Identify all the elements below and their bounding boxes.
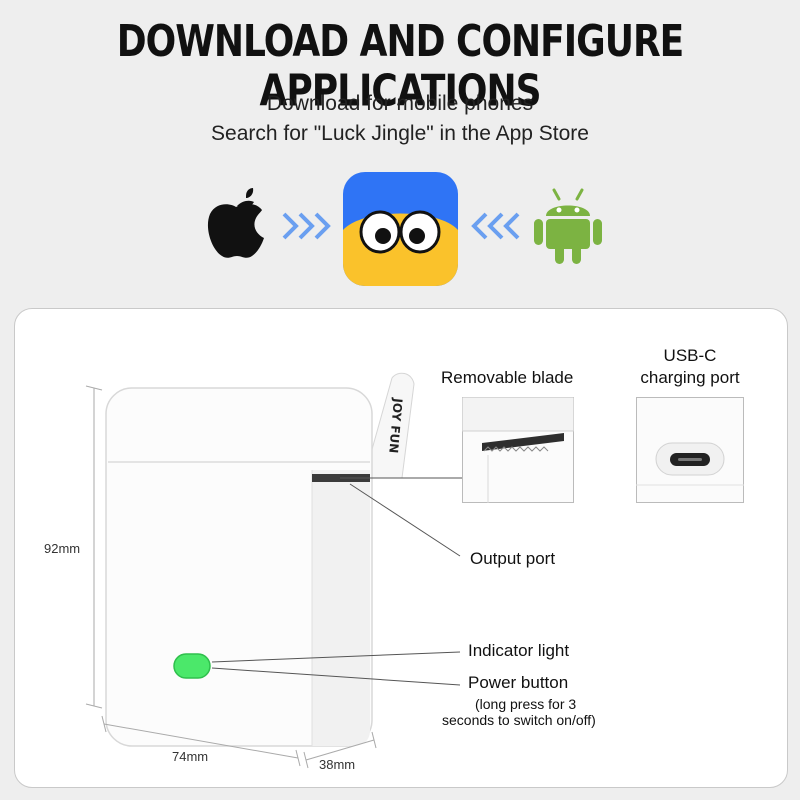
subtitle-line-2: Search for "Luck Jingle" in the App Stor… (211, 122, 589, 145)
power-note-line-1: (long press for 3 (475, 696, 577, 712)
arrow-right-icon (282, 212, 331, 240)
usb-c-label-line-2: charging port (640, 368, 740, 387)
usb-c-label-line-1: USB-C (663, 346, 717, 365)
output-port-label: Output port (470, 549, 556, 568)
subtitle-line-1: Download for mobile phones (266, 92, 534, 115)
android-logo-icon (534, 188, 602, 264)
depth-dimension-label: 38mm (319, 757, 356, 772)
power-note-line-2: seconds to switch on/off) (442, 712, 596, 728)
luck-jingle-app-icon (343, 172, 458, 286)
svg-text:JOY FUN: JOY FUN (386, 397, 405, 454)
usb-c-port-detail-image (636, 397, 744, 503)
blade-detail-image (462, 397, 574, 503)
width-dimension-label: 74mm (172, 749, 209, 764)
indicator-light-label: Indicator light (468, 641, 570, 660)
power-button-label: Power button (468, 673, 569, 692)
removable-blade-label: Removable blade (441, 368, 574, 387)
apple-logo-icon (207, 188, 264, 258)
arrow-left-icon (471, 212, 520, 240)
page-title: DOWNLOAD AND CONFIGURE APPLICATIONS (116, 17, 685, 117)
height-dimension-label: 92mm (44, 541, 81, 556)
